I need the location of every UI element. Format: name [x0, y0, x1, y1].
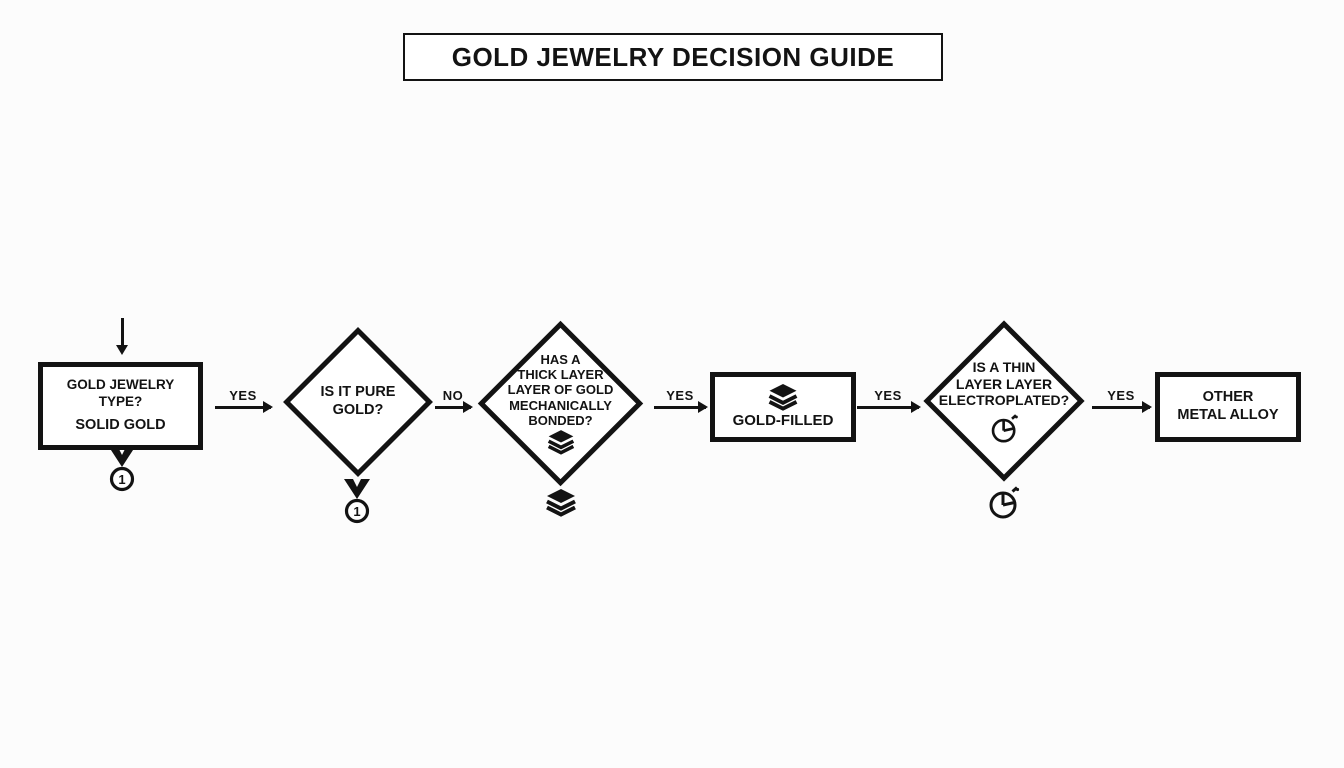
edge-thin-layer-to-other-metal: YES	[1092, 388, 1152, 413]
entry-arrow	[115, 318, 128, 355]
node-thick-layer-label: HAS A THICK LAYER LAYER OF GOLD MECHANIC…	[507, 352, 614, 428]
layers-icon	[547, 429, 574, 455]
layers-icon	[546, 489, 576, 517]
arrow-right-icon	[857, 401, 921, 413]
edge-label: YES	[229, 388, 257, 403]
node-pure-gold: IS IT PURE GOLD?	[283, 327, 433, 477]
node-start-label: GOLD JEWELRY TYPE?	[66, 377, 175, 409]
node-thick-layer: HAS A THICK LAYER LAYER OF GOLD MECHANIC…	[477, 320, 644, 487]
node-other-metal-label: OTHER METAL ALLOY	[1177, 389, 1279, 423]
node-thin-layer-label: IS A THIN LAYER LAYER ELECTROPLATED?	[938, 358, 1070, 409]
edge-thick-layer-to-gold-filled: YES	[654, 388, 708, 413]
node-start: GOLD JEWELRY TYPE? SOLID GOLD	[38, 362, 203, 450]
arrow-right-icon	[215, 401, 273, 413]
medal-number: 1	[118, 472, 125, 487]
edge-label: NO	[442, 388, 464, 403]
diagram-title-box: GOLD JEWELRY DECISION GUIDE	[403, 33, 943, 81]
arrow-right-icon	[654, 401, 708, 413]
medal-icon: 1	[109, 447, 135, 492]
clock-icon	[989, 486, 1020, 519]
node-gold-filled-label: GOLD-FILLED	[732, 411, 834, 429]
layers-icon	[768, 383, 798, 411]
arrow-right-icon	[1092, 401, 1152, 413]
edge-gold-filled-to-thin-layer: YES	[857, 388, 921, 413]
medal-icon: 1	[344, 479, 370, 524]
node-gold-filled: GOLD-FILLED	[710, 372, 856, 442]
node-start-sublabel: SOLID GOLD	[75, 417, 166, 434]
edge-label: YES	[874, 388, 902, 403]
edge-label: YES	[666, 388, 694, 403]
medal-number: 1	[353, 504, 360, 519]
edge-pure-gold-to-thick-layer: NO	[435, 388, 473, 413]
clock-icon	[991, 414, 1018, 443]
node-pure-gold-label: IS IT PURE GOLD?	[320, 384, 396, 418]
arrow-right-icon	[435, 401, 473, 413]
node-other-metal: OTHER METAL ALLOY	[1155, 372, 1301, 442]
edge-label: YES	[1107, 388, 1135, 403]
diagram-title: GOLD JEWELRY DECISION GUIDE	[451, 41, 895, 72]
node-thin-layer: IS A THIN LAYER LAYER ELECTROPLATED?	[923, 320, 1085, 482]
arrow-down-icon	[115, 345, 128, 355]
edge-start-to-pure-gold: YES	[215, 388, 273, 413]
